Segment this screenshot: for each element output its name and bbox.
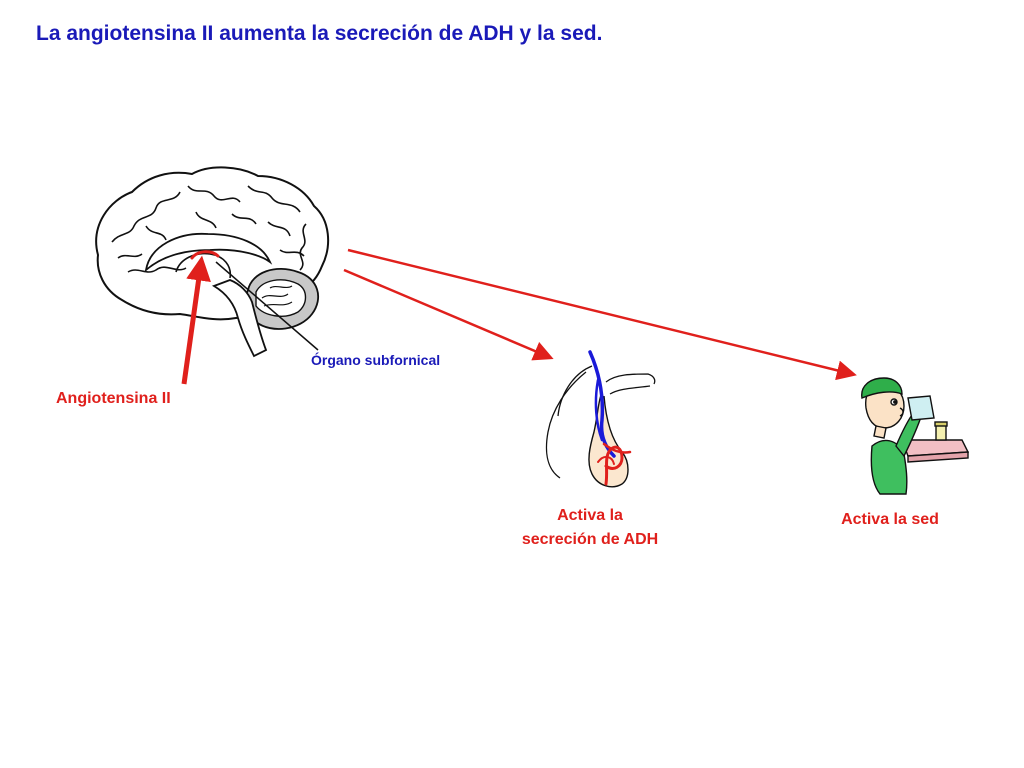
angiotensin-arrow xyxy=(181,255,211,385)
brain-sagittal-icon xyxy=(95,166,330,358)
pituitary-gland-icon xyxy=(545,350,656,488)
slide-title: La angiotensina II aumenta la secreción … xyxy=(36,22,603,45)
adh-secretion-label: Activa la secreción de ADH xyxy=(521,507,659,548)
subfornical-organ-label: Órgano subfornical xyxy=(311,352,441,368)
arrow-to-person xyxy=(347,248,857,381)
person-drinking-icon xyxy=(861,377,970,495)
arrow-to-pituitary xyxy=(343,268,554,361)
thirst-label: Activa la sed xyxy=(841,511,939,528)
angiotensin-label: Angiotensina II xyxy=(56,390,171,407)
